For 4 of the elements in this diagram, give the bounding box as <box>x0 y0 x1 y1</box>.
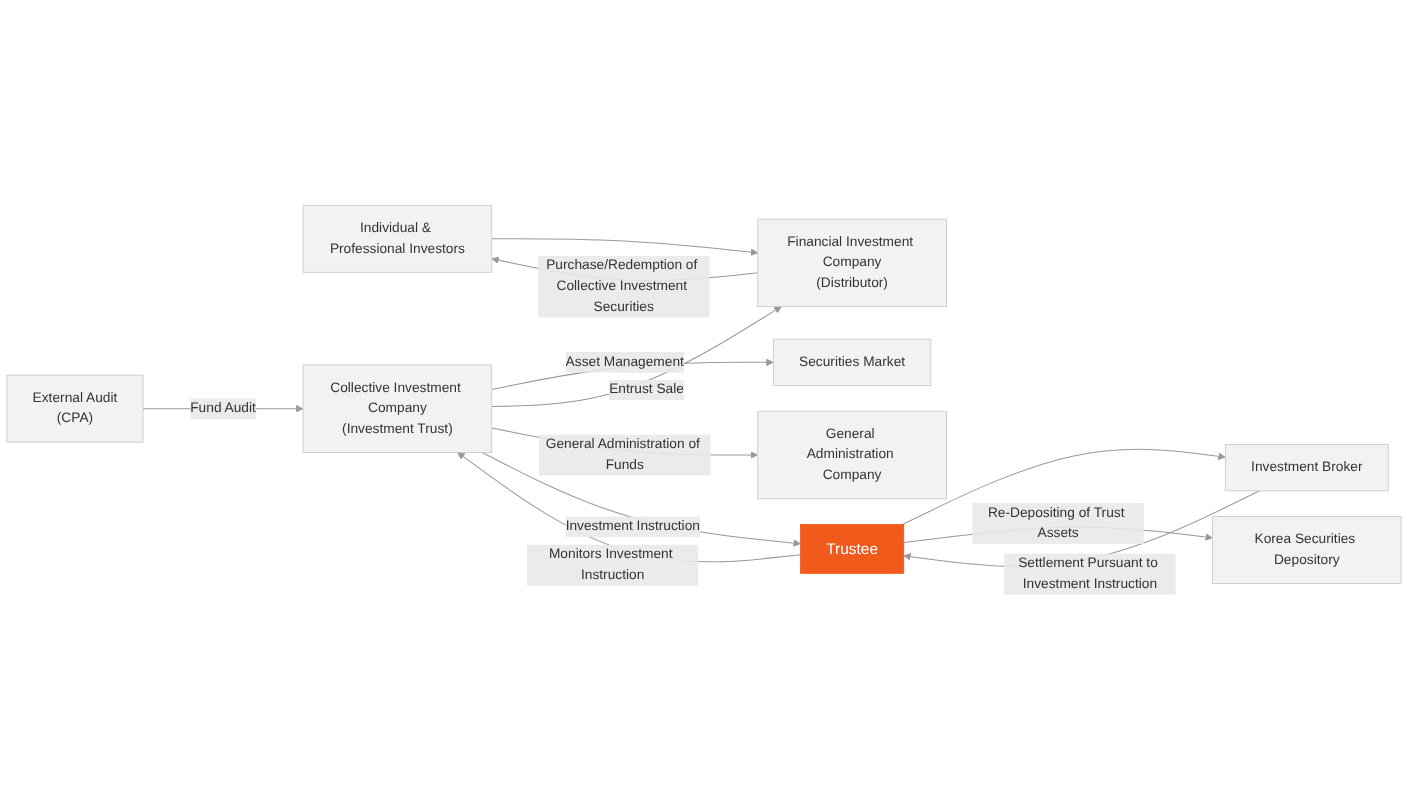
arrow <box>901 448 1226 525</box>
arrow <box>481 451 801 547</box>
arrow <box>457 452 801 563</box>
arrow <box>491 238 759 256</box>
